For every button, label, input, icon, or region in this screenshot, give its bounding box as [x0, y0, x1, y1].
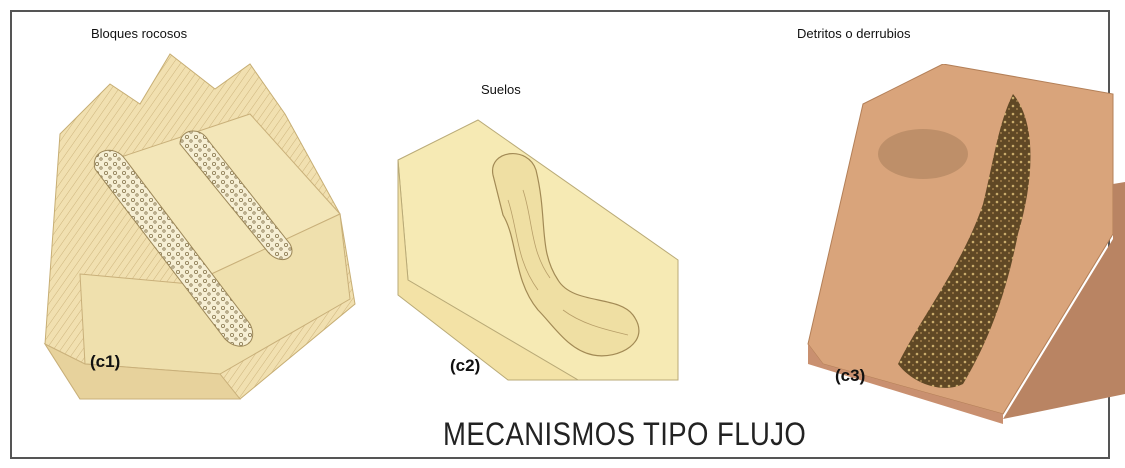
panel-code-c2: (c2): [450, 356, 480, 376]
caption-rock-blocks: Bloques rocosos: [91, 26, 187, 41]
rock-blocks-flow-illustration: [40, 44, 375, 404]
soil-flow-illustration: [388, 110, 688, 390]
panel-code-c1: (c1): [90, 352, 120, 372]
caption-soils: Suelos: [481, 82, 521, 97]
panel-code-c3: (c3): [835, 366, 865, 386]
caption-debris: Detritos o derrubios: [797, 26, 910, 41]
diagram-title: MECANISMOS TIPO FLUJO: [443, 416, 806, 453]
